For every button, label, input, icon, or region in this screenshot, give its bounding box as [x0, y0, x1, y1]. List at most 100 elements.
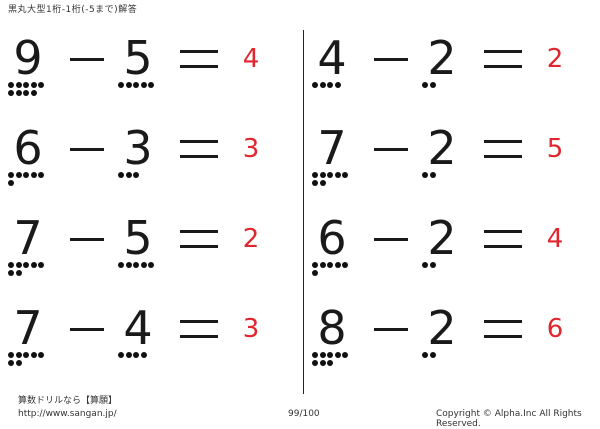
equals-sign	[484, 320, 522, 338]
counting-dots	[422, 172, 437, 180]
minuend: 6	[13, 121, 43, 175]
dot	[15, 352, 22, 358]
dot-row	[312, 270, 350, 277]
dot-row	[8, 270, 46, 277]
dot	[133, 82, 139, 88]
counting-dots	[118, 82, 156, 90]
dot-row	[8, 180, 46, 187]
dot	[334, 172, 341, 178]
minus-sign	[70, 328, 104, 331]
equals-sign	[180, 50, 218, 68]
equals-sign	[180, 320, 218, 338]
dot	[15, 262, 22, 268]
dot-row	[312, 180, 350, 187]
dot-row	[118, 262, 156, 269]
dot	[133, 172, 139, 178]
dot	[8, 82, 14, 88]
subtrahend: 4	[123, 301, 153, 355]
dot	[148, 262, 154, 268]
equals-sign	[180, 230, 218, 248]
equals-sign	[484, 140, 522, 158]
dot	[422, 262, 428, 268]
dot	[8, 180, 14, 186]
dot	[23, 352, 29, 358]
equals-sign	[484, 230, 522, 248]
dot	[15, 360, 22, 366]
dot	[429, 82, 436, 88]
footer-url-link[interactable]: http://www.sangan.jp/	[18, 409, 117, 419]
dot	[327, 360, 333, 366]
counting-dots	[118, 352, 148, 360]
subtrahend: 5	[123, 211, 153, 265]
subtrahend: 2	[427, 301, 457, 355]
counting-dots	[8, 82, 46, 98]
answer: 3	[242, 134, 260, 164]
dot	[319, 360, 326, 366]
dot	[327, 262, 333, 268]
dot-row	[118, 172, 141, 179]
dot	[312, 172, 318, 178]
dot	[15, 82, 22, 88]
subtrahend: 2	[427, 31, 457, 85]
dot	[118, 352, 124, 358]
dot	[133, 262, 139, 268]
page-number: 99/100	[288, 409, 320, 419]
dot	[38, 352, 44, 358]
dot	[319, 172, 326, 178]
dot	[334, 352, 341, 358]
dot	[327, 82, 333, 88]
dot	[23, 262, 29, 268]
minus-sign	[70, 238, 104, 241]
dot	[140, 352, 147, 358]
counting-dots	[8, 172, 46, 188]
answer: 4	[546, 224, 564, 254]
dot	[312, 82, 318, 88]
dot-row	[8, 262, 46, 269]
counting-dots	[8, 352, 46, 368]
minuend: 9	[13, 31, 43, 85]
dot	[125, 352, 132, 358]
dot-row	[312, 82, 342, 89]
dot	[334, 82, 341, 88]
minus-sign	[374, 328, 408, 331]
minuend: 7	[317, 121, 347, 175]
dot	[429, 352, 436, 358]
dot	[319, 262, 326, 268]
dot-row	[8, 90, 46, 97]
counting-dots	[312, 262, 350, 278]
dot	[422, 82, 428, 88]
dot	[148, 82, 154, 88]
dot	[38, 82, 44, 88]
counting-dots	[422, 262, 437, 270]
dot-row	[312, 360, 350, 367]
dot	[30, 82, 37, 88]
dot	[30, 262, 37, 268]
dot-row	[312, 262, 350, 269]
minus-sign	[70, 58, 104, 61]
dot-row	[8, 82, 46, 89]
dot	[342, 262, 348, 268]
dot	[15, 172, 22, 178]
dot	[30, 172, 37, 178]
dot-row	[422, 172, 437, 179]
dot	[8, 360, 14, 366]
footer-brand: 算数ドリルなら【算願】	[18, 396, 118, 406]
dot	[8, 172, 14, 178]
answer: 6	[546, 314, 564, 344]
dot	[342, 172, 348, 178]
dot-row	[8, 172, 46, 179]
dot	[8, 262, 14, 268]
dot	[312, 352, 318, 358]
dot	[422, 172, 428, 178]
dot-row	[118, 352, 148, 359]
dot-row	[422, 262, 437, 269]
counting-dots	[312, 82, 342, 90]
dot-row	[312, 352, 350, 359]
dot-row	[312, 172, 350, 179]
minuend: 6	[317, 211, 347, 265]
dot	[8, 270, 14, 276]
